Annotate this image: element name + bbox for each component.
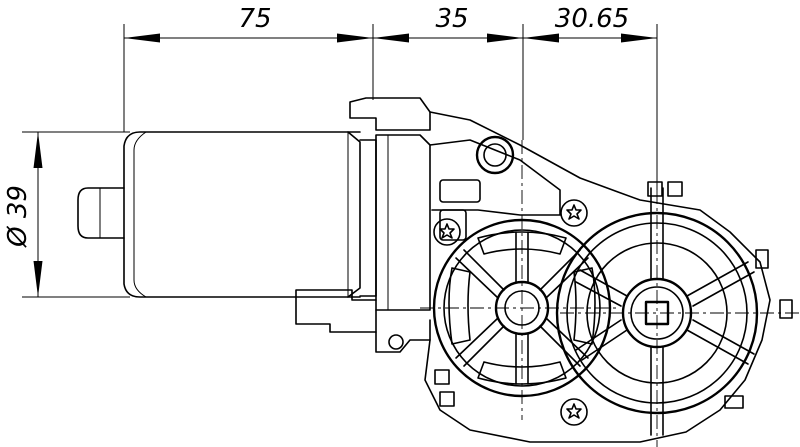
worm-bearing-inner: [483, 143, 507, 167]
torx-screw-head: [566, 403, 582, 419]
gear-window-top: [477, 231, 567, 255]
housing-outline: [424, 111, 771, 443]
housing-clips: [434, 181, 793, 409]
torx-screw: [560, 398, 588, 426]
motor-can-curve: [133, 131, 147, 298]
clip: [647, 181, 663, 197]
flange-top-lug: [349, 97, 431, 131]
dimension-label-motor-length: 75: [238, 4, 271, 34]
worm-housing-window: [439, 179, 481, 203]
gear-window-left: [448, 267, 471, 345]
flange-rivet: [388, 334, 404, 350]
clip: [724, 395, 744, 409]
worm-housing: [424, 111, 771, 443]
flange-ring: [359, 139, 377, 297]
gearbox-flange: [295, 97, 431, 353]
arrowhead: [621, 33, 657, 43]
motor-can-crimp: [347, 131, 361, 298]
gear-window-right: [573, 267, 596, 345]
center-gear: [420, 140, 620, 420]
arrowhead: [337, 33, 373, 43]
arrowhead: [33, 132, 43, 168]
arrowhead: [523, 33, 559, 43]
housing-screws: [433, 199, 588, 426]
arrowhead: [487, 33, 523, 43]
output-gear-rim-outer: [555, 211, 759, 415]
output-gear: [555, 187, 800, 447]
dimension-label-output-offset: 30.65: [555, 4, 629, 34]
worm-boss: [429, 139, 561, 216]
arrowhead: [124, 33, 160, 43]
motor-can: [123, 131, 361, 298]
motor-body: [77, 131, 361, 298]
torx-screw-head: [439, 223, 455, 239]
worm-bearing-ring: [475, 135, 515, 175]
flange-plate: [375, 134, 431, 311]
torx-screw-head: [566, 204, 582, 220]
arrowhead: [33, 261, 43, 297]
clip: [439, 391, 455, 407]
motor-end-boss: [77, 187, 125, 239]
clip: [755, 249, 769, 269]
flange-lower-lug: [375, 309, 431, 353]
clip: [779, 299, 793, 319]
gear-window-bottom: [477, 361, 567, 385]
clip: [434, 369, 450, 385]
torx-screw: [560, 199, 588, 227]
arrowhead: [373, 33, 409, 43]
dimension-lines: [22, 24, 658, 298]
dimension-label-motor-diameter: Ø 39: [3, 185, 33, 248]
flange-bottom-tab: [295, 289, 377, 333]
dimension-label-gearbox-offset: 35: [435, 4, 468, 34]
clip: [667, 181, 683, 197]
torx-screw: [433, 218, 461, 246]
worm-housing-slot: [439, 209, 467, 241]
output-gear-spokes: [575, 187, 755, 436]
